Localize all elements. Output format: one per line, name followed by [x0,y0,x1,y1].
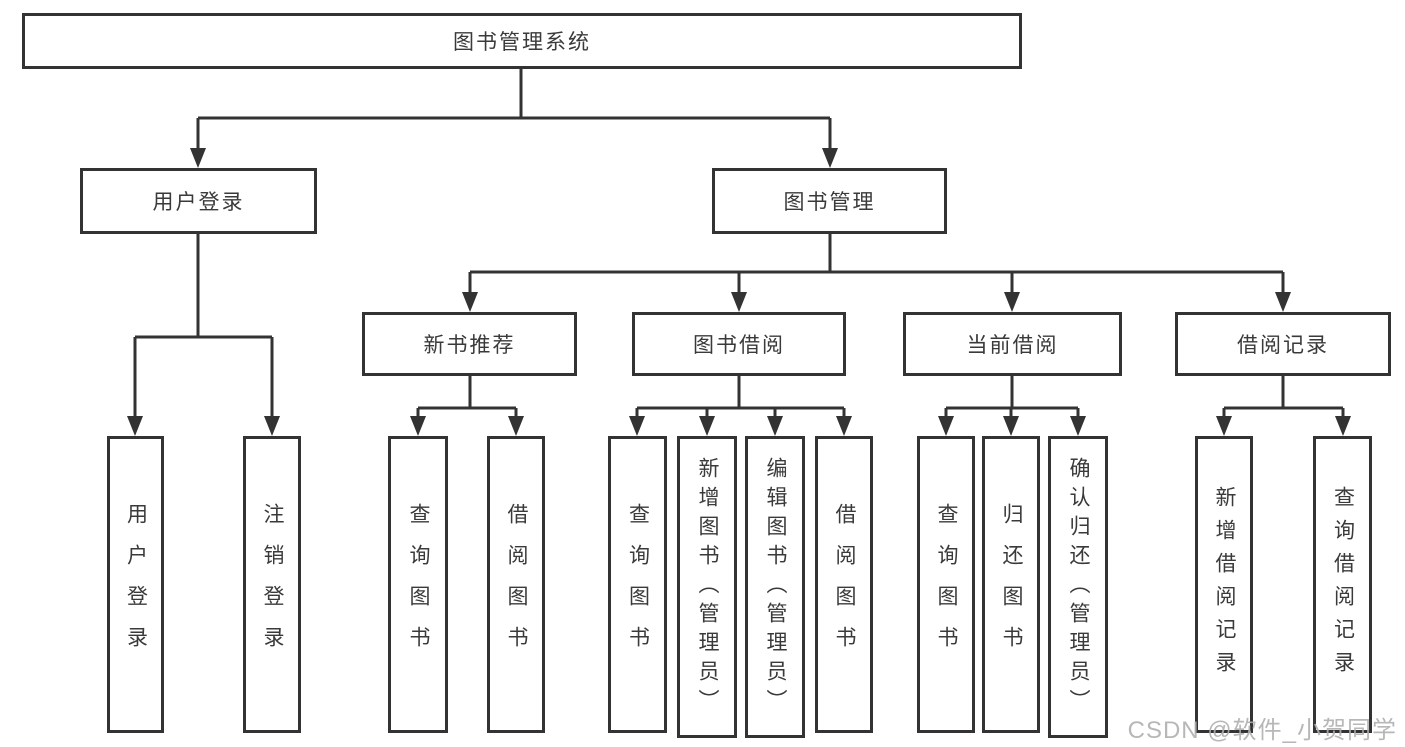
leaf-query-borrow-record: 查询借阅记录 [1313,436,1372,733]
node-label: 用户登录 [152,191,245,214]
leaf-label: 新增图书（管理员） [696,456,719,718]
leaf-add-borrow-record: 新增借阅记录 [1195,436,1253,733]
leaf-label: 归还图书 [1000,502,1023,667]
leaf-return-book: 归还图书 [982,436,1040,733]
leaf-user-login: 用户登录 [107,436,164,733]
leaf-label: 查询图书 [626,502,650,667]
node-current-borrowing: 当前借阅 [903,312,1122,376]
leaf-label: 用户登录 [124,502,148,667]
leaf-label: 查询图书 [935,502,958,667]
leaf-label: 查询借阅记录 [1331,485,1355,684]
node-borrowing-records: 借阅记录 [1175,312,1391,376]
leaf-label: 借阅图书 [833,502,856,667]
leaf-edit-book-admin: 编辑图书（管理员） [745,436,805,738]
node-label: 图书管理 [783,191,876,214]
node-label: 图书借阅 [693,334,785,357]
leaf-borrow-books-recommend: 借阅图书 [487,436,545,733]
leaf-query-books-borrowing: 查询图书 [608,436,667,733]
leaf-label: 查询图书 [407,502,430,667]
leaf-add-book-admin: 新增图书（管理员） [677,436,737,738]
watermark-text: CSDN @软件_小贺同学 [1127,717,1397,744]
leaf-label: 确认归还（管理员） [1067,456,1090,718]
node-label: 图书管理系统 [453,31,591,54]
node-user-login: 用户登录 [80,168,317,234]
arrowheads [127,148,1351,436]
node-label: 新书推荐 [423,334,516,357]
leaf-confirm-return-admin: 确认归还（管理员） [1048,436,1108,738]
node-label: 借阅记录 [1237,334,1329,357]
node-book-borrowing: 图书借阅 [632,312,846,376]
leaf-query-books-current: 查询图书 [917,436,975,733]
leaf-label: 新增借阅记录 [1213,485,1236,684]
leaf-logout-login: 注销登录 [243,436,301,733]
node-label: 当前借阅 [966,334,1059,357]
node-new-book-recommend: 新书推荐 [362,312,577,376]
leaf-query-books-recommend: 查询图书 [388,436,448,733]
node-library-management-system: 图书管理系统 [22,13,1022,69]
node-book-management: 图书管理 [712,168,947,234]
leaf-borrow-books-borrowing: 借阅图书 [815,436,873,733]
leaf-label: 编辑图书（管理员） [764,456,787,718]
leaf-label: 注销登录 [261,502,284,667]
connector-strokes [133,69,1345,420]
leaf-label: 借阅图书 [505,502,528,667]
